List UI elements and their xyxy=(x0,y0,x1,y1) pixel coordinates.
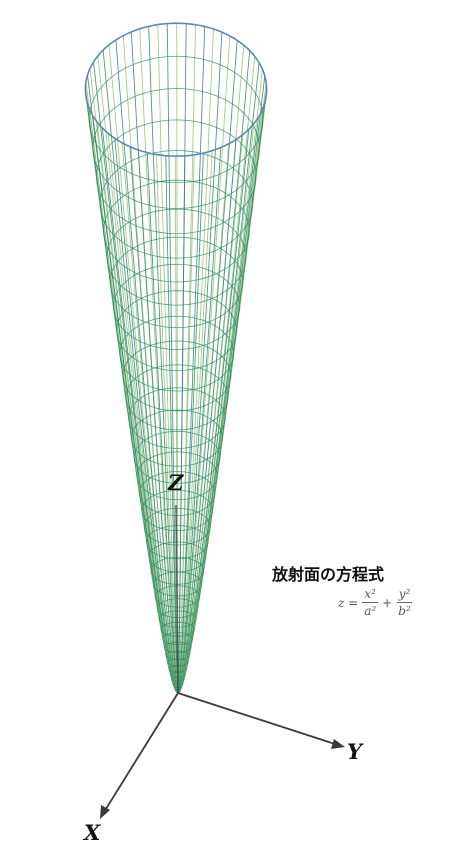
mesh-line xyxy=(96,119,257,235)
mesh-line xyxy=(143,507,211,546)
x-axis xyxy=(103,692,179,813)
mesh-line xyxy=(172,682,184,685)
fraction-y-denominator: b² xyxy=(398,604,411,618)
paraboloid-mesh xyxy=(84,22,268,694)
fraction-x-numerator: x² xyxy=(362,587,378,603)
mesh-line xyxy=(84,22,268,157)
mesh-line xyxy=(119,315,235,392)
fraction-y: y² b² xyxy=(396,588,413,617)
z-axis xyxy=(175,504,179,694)
mesh-line xyxy=(136,451,218,501)
mesh-line xyxy=(131,409,223,467)
fraction-x-denominator: a² xyxy=(364,604,377,618)
fraction-y-numerator: y² xyxy=(396,587,413,603)
mesh-line xyxy=(141,489,213,531)
mesh-line xyxy=(146,525,209,560)
coordinate-axes: X Y Z xyxy=(82,470,364,845)
mesh-line xyxy=(152,571,203,597)
mesh-line xyxy=(103,179,250,283)
y-axis-label: Y xyxy=(347,739,364,764)
equation-heading: 放射面の方程式 xyxy=(272,565,385,584)
mesh-line xyxy=(154,585,201,608)
y-axis-arrowhead xyxy=(331,739,345,749)
mesh-line xyxy=(148,541,207,573)
paraboloid-equation: z = x² a² + y² b² xyxy=(338,588,413,617)
mesh-line xyxy=(171,677,185,682)
z-axis-label: Z xyxy=(167,470,184,495)
mesh-line xyxy=(150,557,205,585)
mesh-line xyxy=(168,665,187,672)
mesh-line xyxy=(106,208,247,306)
x-axis-arrowhead xyxy=(100,805,110,819)
mesh-line xyxy=(170,672,186,677)
mesh-line xyxy=(156,598,199,618)
mesh-line xyxy=(162,632,193,646)
mesh-line xyxy=(174,688,182,691)
fraction-x: x² a² xyxy=(362,588,378,617)
plus-sign: + xyxy=(382,595,393,610)
mesh-line xyxy=(113,263,241,350)
mesh-line xyxy=(158,610,197,628)
mesh-line xyxy=(99,150,254,259)
mesh-line xyxy=(139,471,216,516)
y-axis xyxy=(177,692,339,746)
mesh-line xyxy=(88,55,264,184)
mesh-line xyxy=(177,35,231,694)
mesh-line xyxy=(160,621,195,637)
mesh-line xyxy=(109,236,244,329)
mesh-line xyxy=(122,340,232,412)
mesh-line xyxy=(164,641,192,653)
mesh-line xyxy=(128,387,226,449)
x-axis-label: X xyxy=(82,820,101,845)
mesh-line xyxy=(167,658,189,667)
mesh-line xyxy=(92,88,260,209)
equation-lhs: z = xyxy=(338,595,359,610)
mesh-line xyxy=(173,685,183,688)
mesh-line xyxy=(133,430,221,484)
mesh-line xyxy=(125,364,229,431)
